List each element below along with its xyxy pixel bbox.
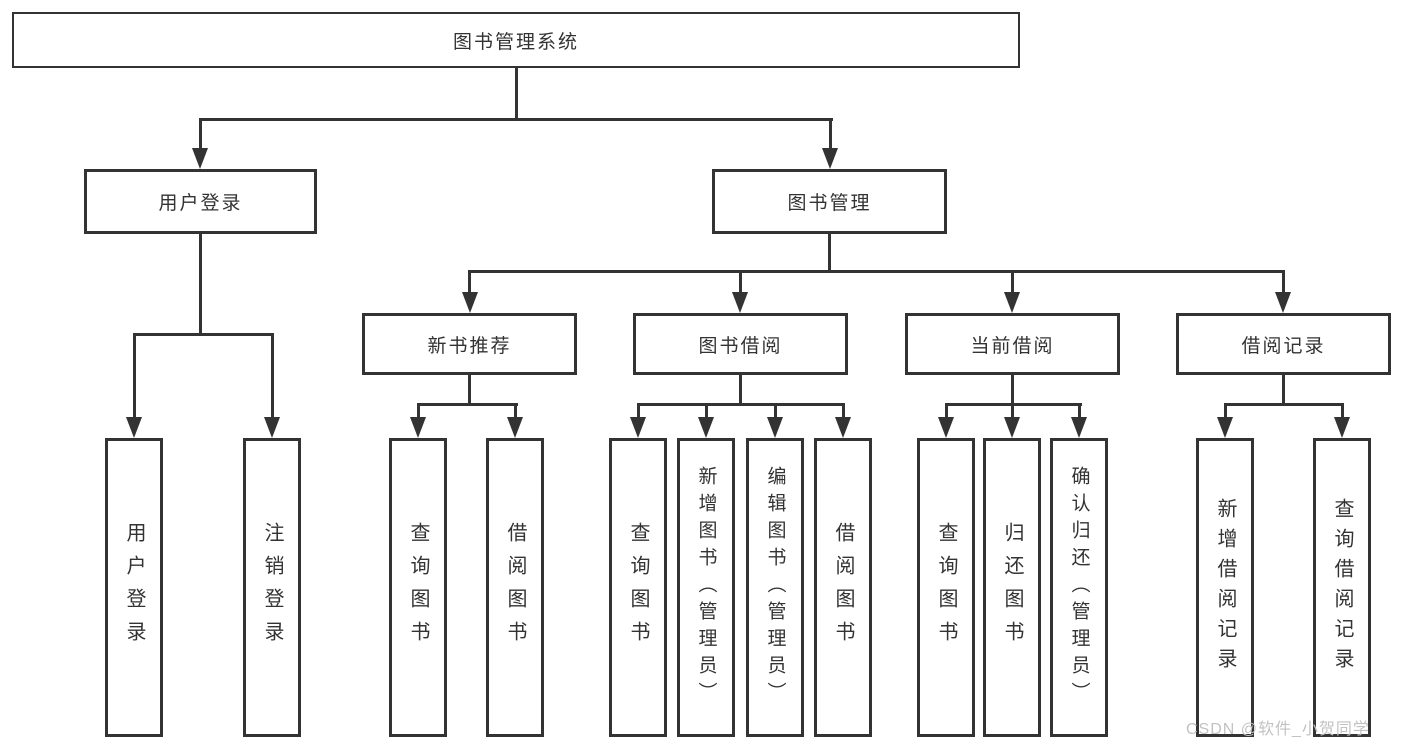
node-library-system: 图书管理系统 <box>12 12 1020 68</box>
node-book-borrow-label: 图书借阅 <box>698 335 783 357</box>
node-new-book-recommend-label: 新书推荐 <box>427 335 512 357</box>
arrowhead-bb3 <box>767 417 783 438</box>
connector-bus-new-book <box>417 403 518 406</box>
arrowhead-br1 <box>1217 417 1233 438</box>
connector-stem-nb1 <box>417 405 420 417</box>
leaf-query-books-borrow-label: 查询图书 <box>627 521 649 654</box>
arrowhead-leaf-login <box>126 417 142 438</box>
leaf-return-books: 归还图书 <box>983 438 1041 737</box>
connector-borrow-records-stem2 <box>1282 375 1285 406</box>
leaf-borrow-books-recommend-label: 借阅图书 <box>504 521 526 654</box>
leaf-query-books-recommend: 查询图书 <box>389 438 447 737</box>
arrowhead-cb2 <box>1004 417 1020 438</box>
leaf-borrow-books-label: 借阅图书 <box>832 521 854 654</box>
connector-bus-borrow-records <box>1224 403 1344 406</box>
leaf-edit-books-admin-label: 编辑图书（管理员） <box>764 466 786 709</box>
connector-stem-bb4 <box>842 405 845 417</box>
connector-stem-bb3 <box>774 405 777 417</box>
node-book-borrow: 图书借阅 <box>633 313 848 375</box>
connector-new-book-stem <box>468 375 471 406</box>
connector-bus-book-borrow <box>637 403 845 406</box>
node-current-borrow: 当前借阅 <box>905 313 1120 375</box>
csdn-watermark: CSDN @软件_小贺同学 <box>1186 721 1370 738</box>
node-borrow-records: 借阅记录 <box>1176 313 1391 375</box>
arrowhead-bb2 <box>698 417 714 438</box>
leaf-confirm-return-admin: 确认归还（管理员） <box>1050 438 1108 737</box>
leaf-add-borrow-record-label: 新增借阅记录 <box>1214 497 1236 678</box>
arrowhead-bb1 <box>630 417 646 438</box>
connector-bus-level3 <box>468 270 1285 273</box>
arrowhead-cb1 <box>938 417 954 438</box>
connector-bus-level2 <box>199 118 833 121</box>
arrowhead-nb1 <box>410 417 426 438</box>
node-new-book-recommend: 新书推荐 <box>362 313 577 375</box>
arrowhead-cb3 <box>1071 417 1087 438</box>
connector-stem-cb2 <box>1011 405 1014 417</box>
connector-stem-current-borrow <box>1011 272 1014 292</box>
node-current-borrow-label: 当前借阅 <box>970 335 1055 357</box>
arrowhead-book-mgmt <box>822 148 838 169</box>
leaf-borrow-books: 借阅图书 <box>814 438 872 737</box>
leaf-add-books-admin: 新增图书（管理员） <box>677 438 735 737</box>
connector-stem-book-borrow <box>739 272 742 292</box>
connector-stem-book-mgmt <box>829 120 832 148</box>
connector-stem-user-login <box>199 120 202 148</box>
leaf-query-books-recommend-label: 查询图书 <box>407 521 429 654</box>
leaf-user-login: 用户登录 <box>105 438 163 737</box>
connector-book-mgmt-stem <box>828 234 831 272</box>
connector-stem-borrow-records <box>1282 272 1285 292</box>
arrowhead-new-book <box>462 292 478 313</box>
connector-stem-leaf-login <box>133 335 136 417</box>
arrowhead-leaf-logout <box>264 417 280 438</box>
arrowhead-user-login <box>192 148 208 169</box>
connector-user-login-stem <box>199 234 202 335</box>
node-library-system-label: 图书管理系统 <box>452 31 579 53</box>
node-book-management: 图书管理 <box>712 169 947 234</box>
leaf-add-books-admin-label: 新增图书（管理员） <box>695 466 717 709</box>
connector-stem-leaf-logout <box>271 335 274 417</box>
leaf-query-books-current: 查询图书 <box>917 438 975 737</box>
leaf-logout: 注销登录 <box>243 438 301 737</box>
leaf-query-borrow-record-label: 查询借阅记录 <box>1331 497 1353 678</box>
connector-stem-cb1 <box>945 405 948 417</box>
arrowhead-nb2 <box>507 417 523 438</box>
connector-bus-user-login <box>133 333 274 336</box>
leaf-edit-books-admin: 编辑图书（管理员） <box>746 438 804 737</box>
leaf-query-books-current-label: 查询图书 <box>935 521 957 654</box>
arrowhead-borrow-records <box>1275 292 1291 313</box>
leaf-query-borrow-record: 查询借阅记录 <box>1313 438 1371 737</box>
connector-current-borrow-stem2 <box>1011 375 1014 406</box>
connector-stem-cb3 <box>1078 405 1081 417</box>
arrowhead-bb4 <box>835 417 851 438</box>
connector-stem-br2 <box>1341 405 1344 417</box>
node-borrow-records-label: 借阅记录 <box>1241 335 1326 357</box>
node-user-login-label: 用户登录 <box>158 193 243 214</box>
connector-book-borrow-stem2 <box>739 375 742 406</box>
connector-bus-current-borrow <box>945 403 1082 406</box>
connector-stem-bb1 <box>637 405 640 417</box>
node-book-management-label: 图书管理 <box>787 193 872 214</box>
leaf-logout-label: 注销登录 <box>261 521 283 654</box>
connector-stem-br1 <box>1224 405 1227 417</box>
leaf-query-books-borrow: 查询图书 <box>609 438 667 737</box>
connector-stem-nb2 <box>514 405 517 417</box>
arrowhead-book-borrow <box>732 292 748 313</box>
leaf-confirm-return-admin-label: 确认归还（管理员） <box>1068 466 1090 709</box>
arrowhead-br2 <box>1334 417 1350 438</box>
connector-stem-bb2 <box>705 405 708 417</box>
arrowhead-current-borrow <box>1004 292 1020 313</box>
connector-root-stem <box>515 68 518 121</box>
leaf-return-books-label: 归还图书 <box>1001 521 1023 654</box>
node-user-login: 用户登录 <box>84 169 317 234</box>
leaf-borrow-books-recommend: 借阅图书 <box>486 438 544 737</box>
leaf-add-borrow-record: 新增借阅记录 <box>1196 438 1254 737</box>
leaf-user-login-label: 用户登录 <box>123 521 145 654</box>
connector-stem-new-book <box>468 272 471 292</box>
